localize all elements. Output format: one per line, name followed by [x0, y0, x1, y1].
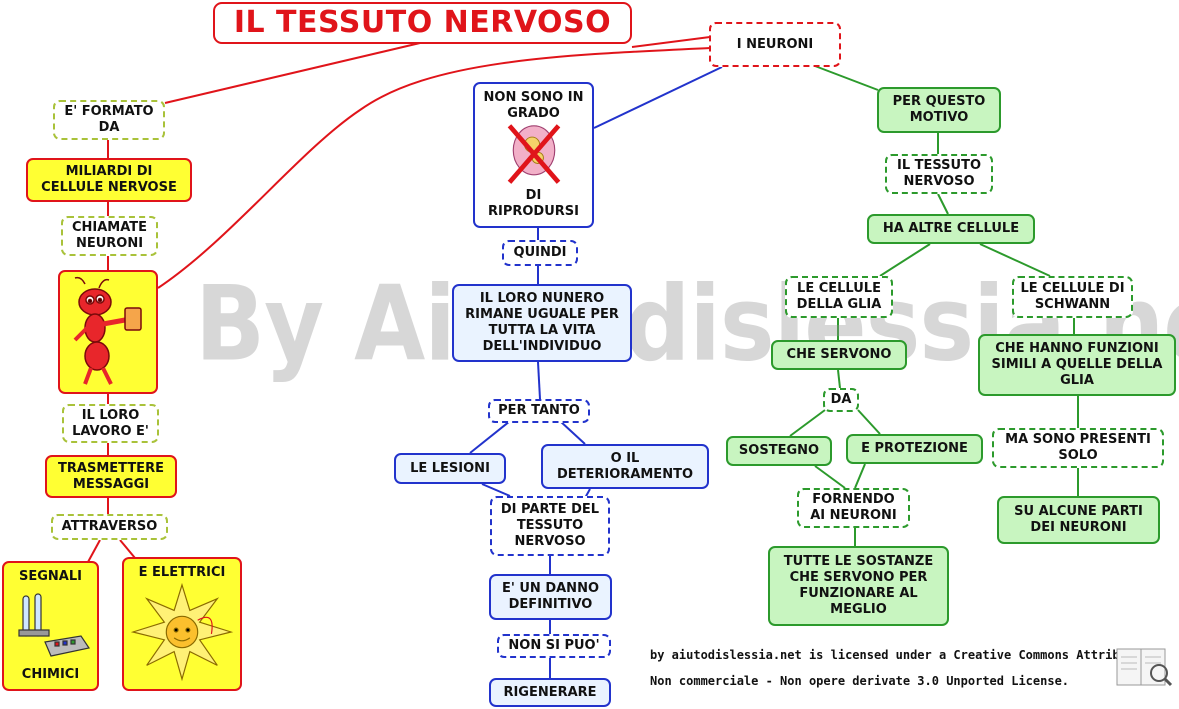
- test-tubes-icon: [17, 593, 90, 657]
- license-line-2: Non commerciale - Non opere derivate 3.0…: [650, 674, 1070, 688]
- node-danno: E' UN DANNO DEFINITIVO: [489, 574, 612, 620]
- node-sostegno-text: SOSTEGNO: [738, 443, 820, 458]
- node-fornendo: FORNENDO AI NEURONI: [797, 488, 910, 528]
- node-pertanto: PER TANTO: [488, 399, 590, 423]
- page-title: IL TESSUTO NERVOSO: [213, 2, 632, 44]
- creative-commons-book-icon[interactable]: [1115, 645, 1173, 689]
- node-attraverso-text: ATTRAVERSO: [61, 519, 158, 534]
- node-lavoro: IL LORO LAVORO E': [62, 404, 159, 443]
- node-trasmettere-text: TRASMETTERE MESSAGGI: [58, 460, 164, 492]
- node-da-text: DA: [830, 392, 852, 407]
- node-parti: SU ALCUNE PARTI DEI NEURONI: [997, 496, 1160, 544]
- node-tessuto2-text: IL TESSUTO NERVOSO: [896, 158, 981, 189]
- node-deterioramento: O IL DETERIORAMENTO: [541, 444, 709, 489]
- node-da: DA: [823, 388, 859, 412]
- node-chiamate-text: CHIAMATE NEURONI: [71, 220, 148, 251]
- node-lesioni-text: LE LESIONI: [410, 460, 490, 476]
- node-motivo: PER QUESTO MOTIVO: [877, 87, 1001, 133]
- page-title-text: IL TESSUTO NERVOSO: [233, 5, 612, 40]
- node-motivo-text: PER QUESTO MOTIVO: [892, 94, 986, 125]
- node-segnali-text-top: SEGNALI: [19, 569, 82, 584]
- node-altre-text: HA ALTRE CELLULE: [882, 221, 1020, 236]
- crossed-cell-division-icon: [507, 124, 560, 184]
- node-presenti: MA SONO PRESENTI SOLO: [992, 428, 1164, 468]
- node-glia-text: LE CELLULE DELLA GLIA: [796, 281, 882, 312]
- node-numero: IL LORO NUNERO RIMANE UGUALE PER TUTTA L…: [452, 284, 632, 362]
- node-protezione: E PROTEZIONE: [846, 434, 983, 464]
- image-ant: [58, 270, 158, 394]
- node-protezione-text: E PROTEZIONE: [861, 441, 968, 456]
- node-danno-text: E' UN DANNO DEFINITIVO: [501, 581, 599, 612]
- node-sostanze-text: TUTTE LE SOSTANZE CHE SERVONO PER FUNZIO…: [783, 554, 934, 617]
- image-non-sono: NON SONO IN GRADO DI RIPRODURSI: [473, 82, 594, 228]
- node-lavoro-text: IL LORO LAVORO E': [72, 407, 149, 439]
- node-sostanze: TUTTE LE SOSTANZE CHE SERVONO PER FUNZIO…: [768, 546, 949, 626]
- node-miliardi: MILIARDI DI CELLULE NERVOSE: [26, 158, 192, 202]
- node-attraverso: ATTRAVERSO: [51, 514, 168, 540]
- node-neuroni: I NEURONI: [709, 22, 841, 67]
- node-numero-text: IL LORO NUNERO RIMANE UGUALE PER TUTTA L…: [465, 291, 619, 354]
- node-segnali-text-bottom: CHIMICI: [21, 667, 80, 682]
- node-tessuto2: IL TESSUTO NERVOSO: [885, 154, 993, 194]
- node-fornendo-text: FORNENDO AI NEURONI: [810, 492, 897, 523]
- node-non-sono-text-top: NON SONO IN GRADO: [483, 90, 584, 121]
- node-altre: HA ALTRE CELLULE: [867, 214, 1035, 244]
- node-formato-text: E' FORMATO DA: [64, 104, 154, 135]
- node-nonsipuo-text: NON SI PUO': [508, 638, 600, 653]
- node-servono: CHE SERVONO: [771, 340, 907, 370]
- node-trasmettere: TRASMETTERE MESSAGGI: [45, 455, 177, 498]
- node-glia: LE CELLULE DELLA GLIA: [785, 276, 893, 318]
- node-diparte-text: DI PARTE DEL TESSUTO NERVOSO: [500, 502, 600, 549]
- node-lesioni: LE LESIONI: [394, 453, 506, 484]
- node-presenti-text: MA SONO PRESENTI SOLO: [1005, 432, 1151, 463]
- node-rigenerare: RIGENERARE: [489, 678, 611, 707]
- node-chiamate: CHIAMATE NEURONI: [61, 216, 158, 256]
- node-funzioni: CHE HANNO FUNZIONI SIMILI A QUELLE DELLA…: [978, 334, 1176, 396]
- node-formato: E' FORMATO DA: [53, 100, 165, 140]
- electric-neuron-icon: [130, 582, 234, 682]
- node-parti-text: SU ALCUNE PARTI DEI NEURONI: [1014, 504, 1143, 535]
- image-elettrici: E ELETTRICI: [122, 557, 242, 691]
- node-rigenerare-text: RIGENERARE: [503, 684, 597, 700]
- license-line-1: by aiutodislessia.net is licensed under …: [650, 648, 1163, 662]
- node-quindi: QUINDI: [502, 240, 578, 266]
- ant-holding-cup-icon: [73, 276, 142, 385]
- node-neuroni-text: I NEURONI: [736, 36, 814, 52]
- node-deterioramento-text: O IL DETERIORAMENTO: [556, 450, 693, 482]
- node-diparte: DI PARTE DEL TESSUTO NERVOSO: [490, 496, 610, 556]
- node-non-sono-text-bottom: DI RIPRODURSI: [488, 188, 579, 219]
- node-elettrici-text: E ELETTRICI: [138, 565, 226, 580]
- node-pertanto-text: PER TANTO: [498, 403, 580, 418]
- node-funzioni-text: CHE HANNO FUNZIONI SIMILI A QUELLE DELLA…: [991, 341, 1163, 388]
- node-sostegno: SOSTEGNO: [726, 436, 832, 466]
- node-schwann: LE CELLULE DI SCHWANN: [1012, 276, 1133, 318]
- node-quindi-text: QUINDI: [513, 245, 567, 260]
- image-segnali: SEGNALI CHIMICI: [2, 561, 99, 691]
- node-nonsipuo: NON SI PUO': [497, 634, 611, 658]
- node-schwann-text: LE CELLULE DI SCHWANN: [1020, 281, 1125, 312]
- node-servono-text: CHE SERVONO: [786, 347, 892, 362]
- node-miliardi-text: MILIARDI DI CELLULE NERVOSE: [41, 164, 177, 195]
